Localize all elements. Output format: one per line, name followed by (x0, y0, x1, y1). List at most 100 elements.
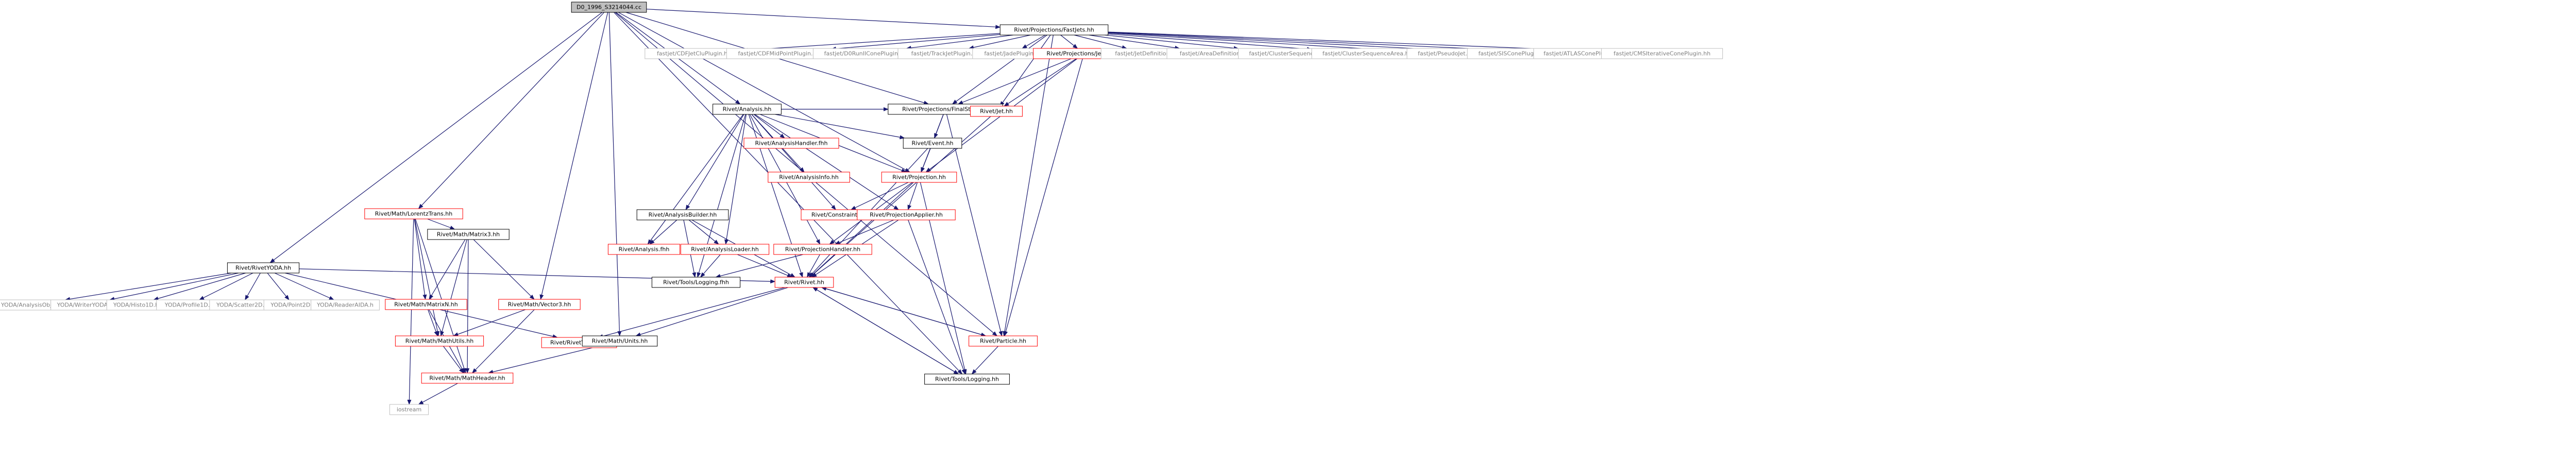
node-label: iostream (397, 406, 421, 413)
edge-rivetyoda-to-yodaprofile (199, 273, 253, 300)
node-cmsiter: fastjet/CMSIterativeConePlugin.hh (1601, 48, 1723, 59)
edge-rivetyoda-to-yodareader (274, 273, 334, 300)
edge-analysis-to-analysisbuilder (685, 114, 744, 210)
edge-projhandler-to-rivethh (807, 254, 820, 278)
node-box (999, 24, 1109, 36)
edge-finalstate-to-event (934, 114, 944, 139)
node-label: fastjet/JetDefinition.hh (1115, 50, 1179, 57)
node-d0runii: fastjet/D0RunIIConePlugin.hh (812, 48, 919, 59)
edge-projapplier-to-projhandler (835, 219, 894, 245)
edge-projhandler-to-toolsloggingfhh (715, 254, 803, 278)
node-label: fastjet/CDFJetCluPlugin.hh (657, 50, 731, 57)
node-label: Rivet/ProjectionHandler.hh (785, 246, 860, 253)
node-box (364, 208, 463, 219)
node-projhandler[interactable]: Rivet/ProjectionHandler.hh (773, 244, 872, 255)
node-yodawrite: YODA/WriterYODA.h (50, 299, 120, 311)
node-label: YODA/Histo1D.h (113, 302, 159, 309)
edge-particle-to-rivethh (821, 286, 986, 336)
node-label: fastjet/TrackJetPlugin.hh (911, 50, 980, 57)
edge-fastjets-to-jetdef (1074, 35, 1127, 49)
node-particle[interactable]: Rivet/Particle.hh (969, 335, 1038, 347)
edge-projection-to-projapplier (907, 182, 918, 210)
edge-vector3-to-mathheader (472, 309, 535, 373)
node-label: Rivet/Projections/FinalState.hh (902, 106, 989, 113)
node-analysisinfo[interactable]: Rivet/AnalysisInfo.hh (768, 172, 850, 183)
node-iostream: iostream (389, 404, 429, 415)
edge-fastjets-to-cdfmidpoint (831, 34, 1001, 51)
node-analysis[interactable]: Rivet/Analysis.hh (713, 104, 782, 115)
node-mathunits[interactable]: Rivet/Math/Units.hh (582, 335, 658, 347)
node-analysisbuilder[interactable]: Rivet/AnalysisBuilder.hh (636, 209, 729, 220)
node-label: Rivet/Math/MathHeader.hh (429, 375, 505, 382)
node-box (768, 172, 850, 183)
node-rivetyoda[interactable]: Rivet/RivetYODA.hh (227, 262, 300, 274)
node-projection[interactable]: Rivet/Projection.hh (881, 172, 957, 183)
edge-fastjets-to-jade (1022, 35, 1046, 49)
node-box (421, 372, 514, 384)
node-lorentz[interactable]: Rivet/Math/LorentzTrans.hh (364, 208, 463, 219)
node-label: Rivet/Math/MathUtils.hh (405, 338, 473, 345)
node-box (970, 106, 1023, 117)
node-label: fastjet/JadePlugin.hh (984, 50, 1042, 57)
edge-analysisbuilder-to-analysisloader (688, 219, 719, 245)
edge-fastjets-to-particle (1003, 35, 1054, 336)
node-box (857, 209, 956, 220)
node-label: Rivet/Tools/Logging.hh (935, 376, 999, 383)
node-toolslogginghh[interactable]: Rivet/Tools/Logging.hh (924, 373, 1010, 385)
node-box (636, 209, 729, 220)
node-label: fastjet/ClusterSequenceArea.hh (1323, 50, 1413, 57)
node-yodaprofile: YODA/Profile1D.h (156, 299, 222, 311)
node-label: Rivet/Math/Units.hh (592, 338, 648, 345)
edge-matrix-to-vector3 (473, 239, 535, 300)
node-label: fastjet/CDFMidPointPlugin.hh (738, 50, 820, 57)
edge-fastjets-to-jetalg (1060, 35, 1078, 49)
edge-root-to-vector3 (539, 12, 608, 300)
node-projapplier[interactable]: Rivet/ProjectionApplier.hh (857, 209, 956, 220)
node-box (607, 244, 681, 255)
node-label: Rivet/Constraints.hh (811, 212, 869, 218)
node-analysisfhh[interactable]: Rivet/Analysis.fhh (607, 244, 681, 255)
node-yodascatter: YODA/Scatter2D.h (209, 299, 275, 311)
edge-analysis-to-constraints (751, 114, 836, 210)
node-label: fastjet/ClusterSequence.hh (1249, 50, 1326, 57)
node-label: fastjet/SISConePlugin.hh (1479, 50, 1548, 57)
node-rivethh[interactable]: Rivet/Rivet.hh (774, 277, 834, 288)
node-box (1601, 48, 1723, 59)
node-label: YODA/Profile1D.h (164, 302, 213, 309)
node-label: YODA/Scatter2D.h (216, 302, 268, 309)
edge-particle-to-toolslogginghh (971, 346, 998, 375)
edge-fastjets-to-clusterseqarea (1108, 33, 1312, 52)
node-label: Rivet/Projection.hh (892, 174, 946, 181)
edge-jetalg-to-jet (1004, 58, 1077, 107)
edge-matrix-to-matrixn (429, 239, 466, 300)
edge-root-to-projection (618, 12, 910, 173)
node-box (969, 335, 1038, 347)
edge-root-to-mathunits (608, 12, 622, 336)
edge-analysis-to-analysisloader (724, 114, 747, 245)
edge-fastjets-to-finalstate (952, 35, 1047, 105)
node-mathutils[interactable]: Rivet/Math/MathUtils.hh (395, 335, 484, 347)
node-box (311, 299, 380, 311)
node-mathheader[interactable]: Rivet/Math/MathHeader.hh (421, 372, 514, 384)
node-jet[interactable]: Rivet/Jet.hh (970, 106, 1023, 117)
node-fastjets[interactable]: Rivet/Projections/FastJets.hh (999, 24, 1109, 36)
edge-matrixn-to-mathutils (428, 309, 438, 336)
node-matrixn[interactable]: Rivet/Math/MatrixN.hh (385, 299, 467, 310)
edge-matrix-to-mathutils (440, 239, 467, 336)
node-analysishandler[interactable]: Rivet/AnalysisHandler.fhh (743, 138, 839, 149)
node-cdfjetclu: fastjet/CDFJetCluPlugin.hh (645, 48, 743, 59)
root-node[interactable]: D0_1996_S3214044.cc (571, 2, 647, 13)
node-toolsloggingfhh[interactable]: Rivet/Tools/Logging.fhh (651, 277, 741, 288)
edge-analysis-to-event (775, 114, 905, 140)
node-analysisloader[interactable]: Rivet/AnalysisLoader.hh (680, 244, 770, 255)
edge-root-to-lorentz (418, 12, 604, 209)
node-vector3[interactable]: Rivet/Math/Vector3.hh (498, 299, 581, 310)
edge-root-to-toolslogginghh (614, 12, 963, 375)
node-matrix[interactable]: Rivet/Math/Matrix3.hh (427, 229, 510, 240)
node-event[interactable]: Rivet/Event.hh (903, 138, 962, 149)
node-box (924, 373, 1010, 385)
node-label: fastjet/PseudoJet.hh (1418, 50, 1475, 57)
edge-jetalg-to-particle (1004, 58, 1083, 336)
node-label: fastjet/CMSIterativeConePlugin.hh (1614, 50, 1710, 57)
node-label: D0_1996_S3214044.cc (577, 4, 641, 11)
